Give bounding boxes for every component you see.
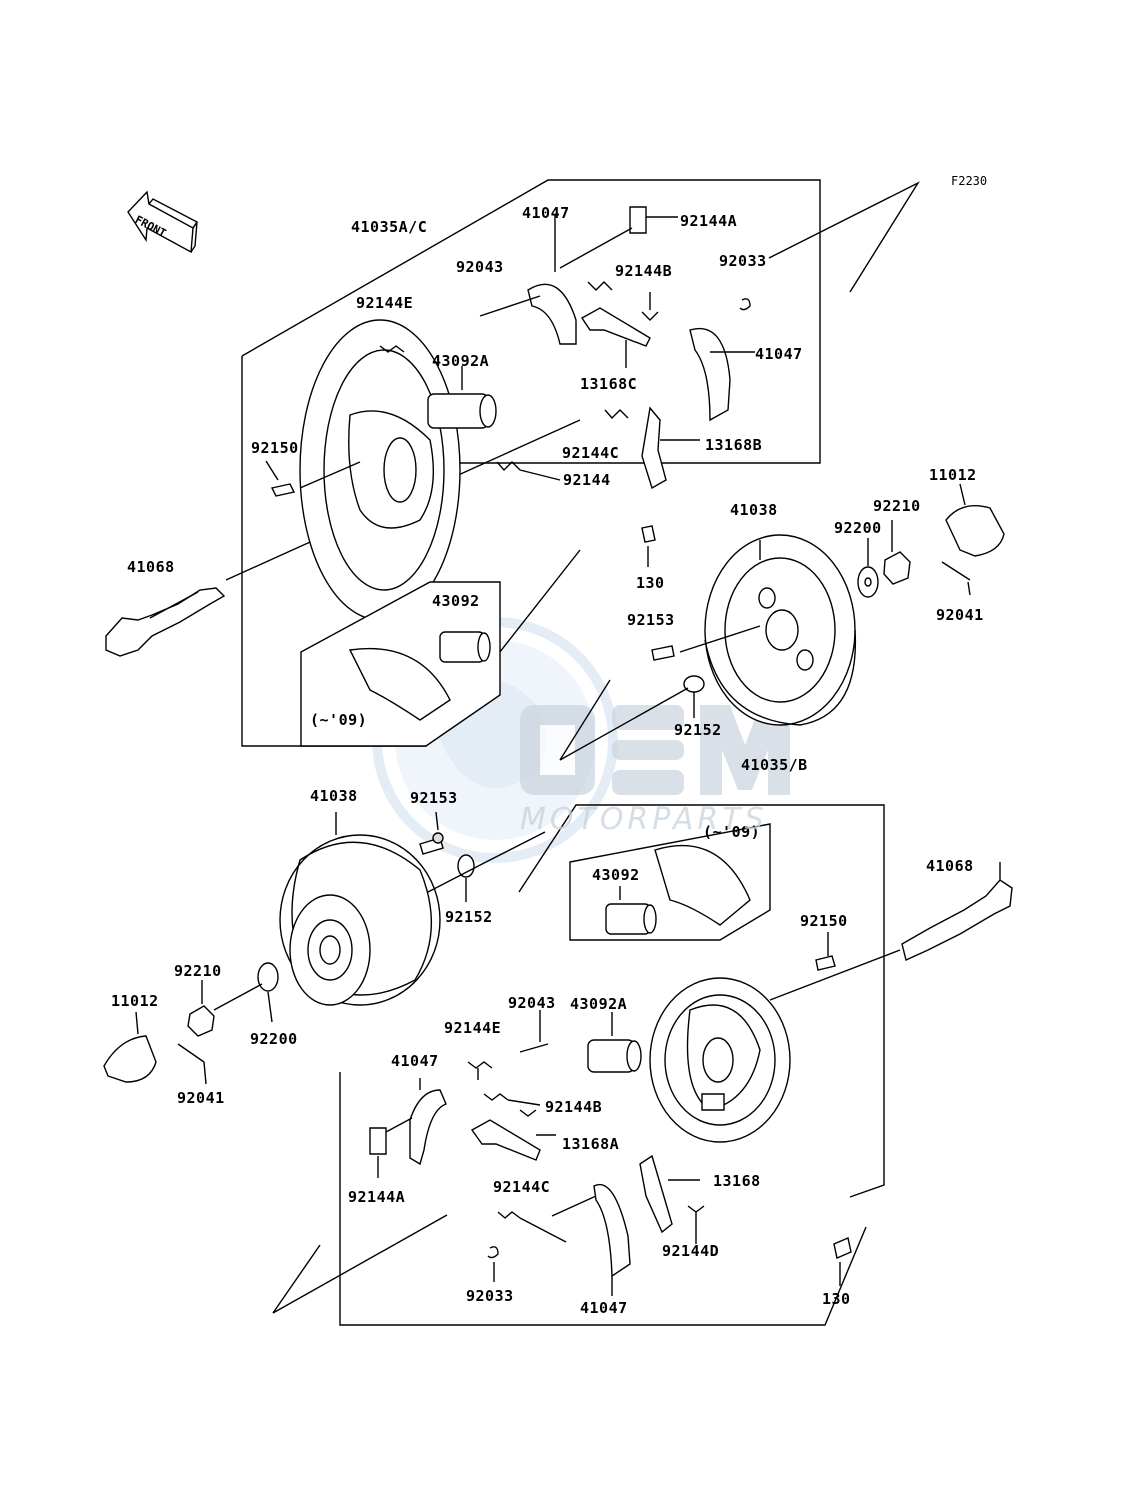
label-41068-left: 41068: [127, 558, 175, 576]
label-92144e-top: 92144E: [356, 294, 414, 312]
cotter-pin-92041-left: [178, 1044, 204, 1062]
label-92150-top: 92150: [251, 439, 299, 457]
brake-drum-bottom: [280, 812, 440, 1005]
lever-13168c: [582, 308, 650, 346]
label-92210-left: 92210: [174, 962, 222, 980]
clip-92033-top: [740, 299, 750, 310]
label-92043-bottom: 92043: [508, 994, 556, 1012]
label-13168c: 13168C: [580, 375, 638, 393]
label-130-bottom: 130: [822, 1290, 851, 1308]
label-92144b-top: 92144B: [615, 262, 673, 280]
label-92150-bottom: 92150: [800, 912, 848, 930]
cap-11012-left: [104, 1036, 156, 1082]
label-92144e-bottom: 92144E: [444, 1019, 502, 1037]
label-92144a-bottom: 92144A: [348, 1188, 406, 1206]
label-92144d: 92144D: [662, 1242, 720, 1260]
label-92144c-top: 92144C: [562, 444, 620, 462]
label-43092-top: 43092: [432, 592, 480, 610]
springs-top: [380, 282, 658, 480]
label-43092a-bottom: 43092A: [570, 995, 628, 1013]
label-13168a: 13168A: [562, 1135, 620, 1153]
cotter-pin-92041-top: [942, 562, 970, 580]
bolt-92150-top: [272, 484, 294, 496]
label-13168b: 13168B: [705, 436, 763, 454]
label-92152-mid: 92152: [445, 908, 493, 926]
washer-92200-top: [858, 567, 878, 597]
label-92033-top: 92033: [719, 252, 767, 270]
label-41038-left: 41038: [310, 787, 358, 805]
label-92153-mid: 92153: [410, 789, 458, 807]
label-11012-right: 11012: [929, 466, 977, 484]
label-92033-bottom: 92033: [466, 1287, 514, 1305]
label-130-top: 130: [636, 574, 665, 592]
lever-13168: [640, 1156, 672, 1232]
clip-bottom: [370, 1128, 386, 1154]
bolt-92153-top: [652, 646, 674, 660]
clip-92033-bottom: [488, 1247, 498, 1258]
pin-92043-bottom: [520, 1044, 548, 1052]
label-11012-left: 11012: [111, 992, 159, 1010]
seal-92152-mid: [458, 855, 474, 877]
label-43092a-top: 43092A: [432, 352, 490, 370]
brake-shoe-right: [690, 329, 730, 420]
backing-plate-top: [300, 320, 460, 620]
wheel-cylinder-top: [428, 366, 496, 428]
washer-92200-left: [258, 963, 278, 991]
seal-92152-top: [684, 676, 704, 692]
diagram-code: F2230: [951, 174, 988, 188]
bolt-92150-bottom: [816, 956, 835, 970]
brake-shoe-top: [480, 215, 576, 344]
brake-shoe-bottom-left: [410, 1090, 446, 1164]
label-13168: 13168: [713, 1172, 761, 1190]
label-41047-bottom: 41047: [391, 1052, 439, 1070]
label-09-top: (~'09): [310, 711, 368, 729]
label-43092-bottom: 43092: [592, 866, 640, 884]
label-41047-top: 41047: [522, 204, 570, 222]
label-41068-right: 41068: [926, 857, 974, 875]
bolt-130-top: [642, 526, 655, 542]
brake-drum-top: [705, 535, 855, 725]
lever-13168b: [642, 408, 666, 488]
clip-top: [630, 207, 646, 233]
label-41047-lower: 41047: [580, 1299, 628, 1317]
label-92200-left: 92200: [250, 1030, 298, 1048]
lever-13168a: [472, 1120, 540, 1160]
label-92153-top: 92153: [627, 611, 675, 629]
label-92144-top: 92144: [563, 471, 611, 489]
front-arrow-icon: [128, 192, 197, 252]
watermark-logo-shapes: [520, 705, 790, 795]
springs-bottom: [468, 1062, 492, 1068]
label-92144c-bottom: 92144C: [493, 1178, 551, 1196]
frame-bottom-assembly: [596, 805, 884, 1197]
axle-shaft-right: [770, 862, 1012, 1000]
label-92152-top: 92152: [674, 721, 722, 739]
nut-92210-top: [884, 552, 910, 584]
label-41035b: 41035/B: [741, 756, 808, 774]
nut-92210-left: [188, 1006, 214, 1036]
label-41035ac: 41035A/C: [351, 218, 428, 236]
label-92041-left: 92041: [177, 1089, 225, 1107]
label-92144b-bottom: 92144B: [545, 1098, 603, 1116]
label-92043-top: 92043: [456, 258, 504, 276]
bolt-130-bottom: [834, 1238, 851, 1258]
brake-shoe-bottom-right: [594, 1185, 630, 1276]
label-92210-right: 92210: [873, 497, 921, 515]
label-09-bottom: (~'09): [703, 823, 761, 841]
label-41047-right: 41047: [755, 345, 803, 363]
label-92041-right: 92041: [936, 606, 984, 624]
cap-11012-top: [946, 506, 1004, 556]
label-92200-right: 92200: [834, 519, 882, 537]
label-92144a-top: 92144A: [680, 212, 738, 230]
label-41038-top: 41038: [730, 501, 778, 519]
frame-top-assembly: [242, 180, 820, 463]
watermark-subtext: MOTORPARTS: [520, 802, 768, 837]
backing-plate-bottom: [650, 978, 790, 1142]
